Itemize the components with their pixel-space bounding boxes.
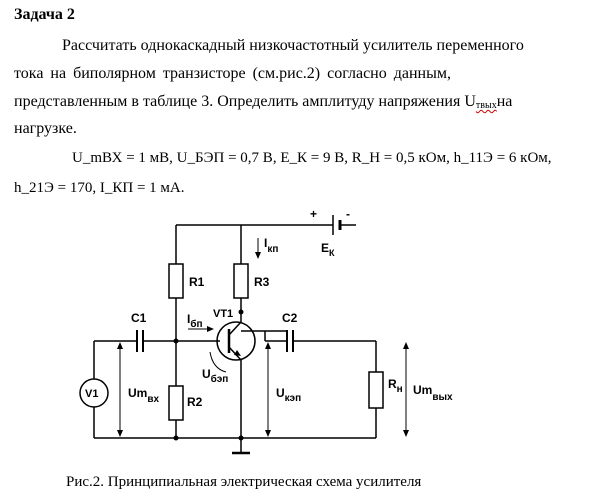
r2-resistor <box>168 385 184 421</box>
c1-label: C1 <box>131 311 147 325</box>
rn-label: Rн <box>388 377 403 395</box>
c2-label: C2 <box>282 311 298 325</box>
paragraph-line-2: тока на биполярном транзисторе (см.рис.2… <box>14 65 451 82</box>
vt1-transistor <box>216 321 256 361</box>
r3-label: R3 <box>254 275 270 289</box>
vt1-label: VT1 <box>213 308 233 320</box>
rn-resistor <box>368 371 384 409</box>
task-heading: Задача 2 <box>14 6 75 23</box>
paragraph-line-3-text: представленным в таблице 3. Определить а… <box>14 93 476 110</box>
v1-label: V1 <box>85 388 98 400</box>
paragraph-line-3: представленным в таблице 3. Определить а… <box>14 93 512 111</box>
r2-label: R2 <box>187 395 203 409</box>
umvx-label: Umвх <box>128 386 159 405</box>
figure-caption: Рис.2. Принципиальная электрическая схем… <box>66 474 422 490</box>
battery-minus-label: - <box>346 207 350 221</box>
r1-resistor <box>168 263 184 299</box>
paragraph-line-1: Рассчитать однокаскадный низкочастотный … <box>62 37 524 54</box>
formula-line-1: U_mВХ = 1 мВ, U_БЭП = 0,7 В, E_К = 9 В, … <box>72 150 552 166</box>
ek-label: EК <box>321 241 335 258</box>
paragraph-line-4: нагрузке. <box>14 120 77 137</box>
umvyh-label: Umвых <box>413 383 453 403</box>
battery-plus-label: + <box>310 207 317 221</box>
r1-label: R1 <box>189 275 205 289</box>
r3-resistor <box>233 263 249 299</box>
paragraph-line-3-suffix: на <box>496 93 513 110</box>
ukep-label: Uкэп <box>276 386 301 404</box>
u-out-subscript: твых <box>475 100 497 111</box>
ikp-label: Iкп <box>264 236 278 255</box>
ubep-label: Uбэп <box>202 367 228 385</box>
formula-line-2: h_21Э = 170, I_КП = 1 мА. <box>14 180 185 196</box>
ibp-label: Iбп <box>187 312 203 330</box>
